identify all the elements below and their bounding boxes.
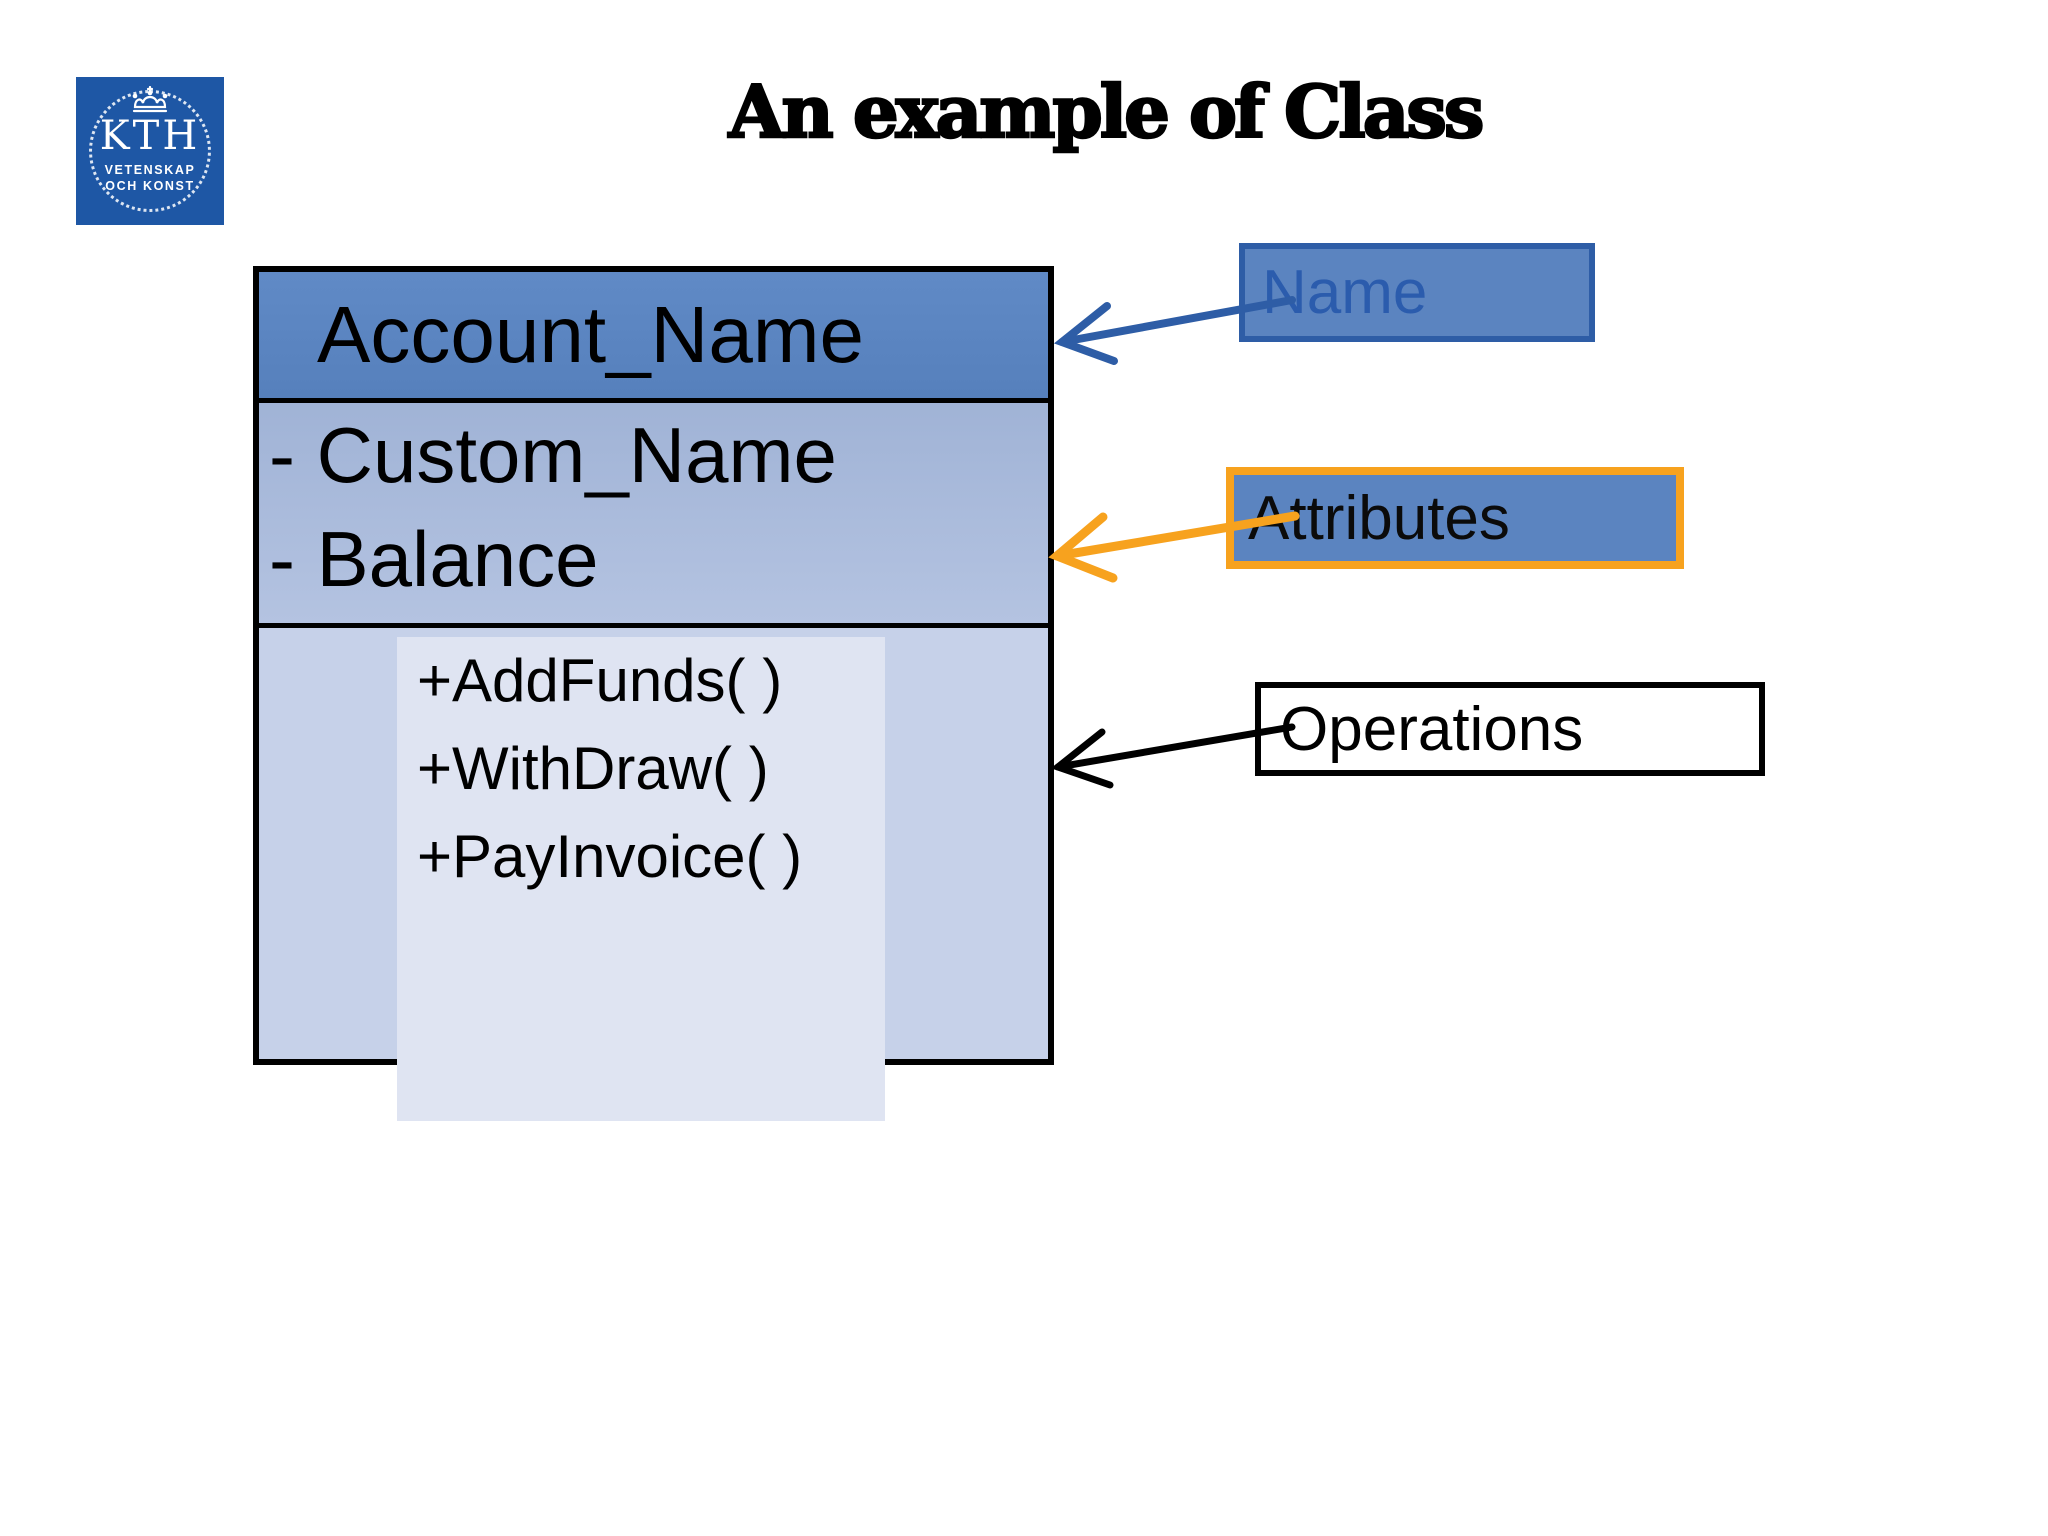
slide-title: An example of Class — [727, 69, 1485, 154]
callout-operations: Operations — [1255, 682, 1765, 776]
callout-attributes-label: Attributes — [1248, 483, 1510, 553]
attribute-line: - Balance — [269, 515, 599, 603]
operation-line: +AddFunds( ) — [417, 647, 783, 714]
operation-line: +PayInvoice( ) — [417, 823, 803, 890]
logo-acronym: KTH — [99, 113, 201, 159]
callout-operations-label: Operations — [1280, 694, 1584, 764]
uml-class-name-compartment: Account_Name — [259, 272, 1048, 403]
kth-logo: KTH VETENSKAP OCH KONST — [76, 77, 224, 225]
logo-subtitle-line1: VETENSKAP — [104, 163, 196, 177]
callout-name-label: Name — [1262, 258, 1428, 327]
uml-class-name: Account_Name — [317, 290, 864, 379]
operations-overlay-panel: +AddFunds( ) +WithDraw( ) +PayInvoice( ) — [397, 637, 885, 1121]
logo-subtitle-line2: OCH KONST — [105, 179, 195, 193]
callout-name: Name — [1239, 243, 1595, 342]
operation-line: +WithDraw( ) — [417, 735, 769, 802]
attribute-line: - Custom_Name — [269, 411, 837, 499]
crown-icon — [132, 86, 168, 113]
uml-attributes-compartment: - Custom_Name - Balance — [259, 403, 1048, 628]
callout-attributes: Attributes — [1226, 467, 1684, 569]
